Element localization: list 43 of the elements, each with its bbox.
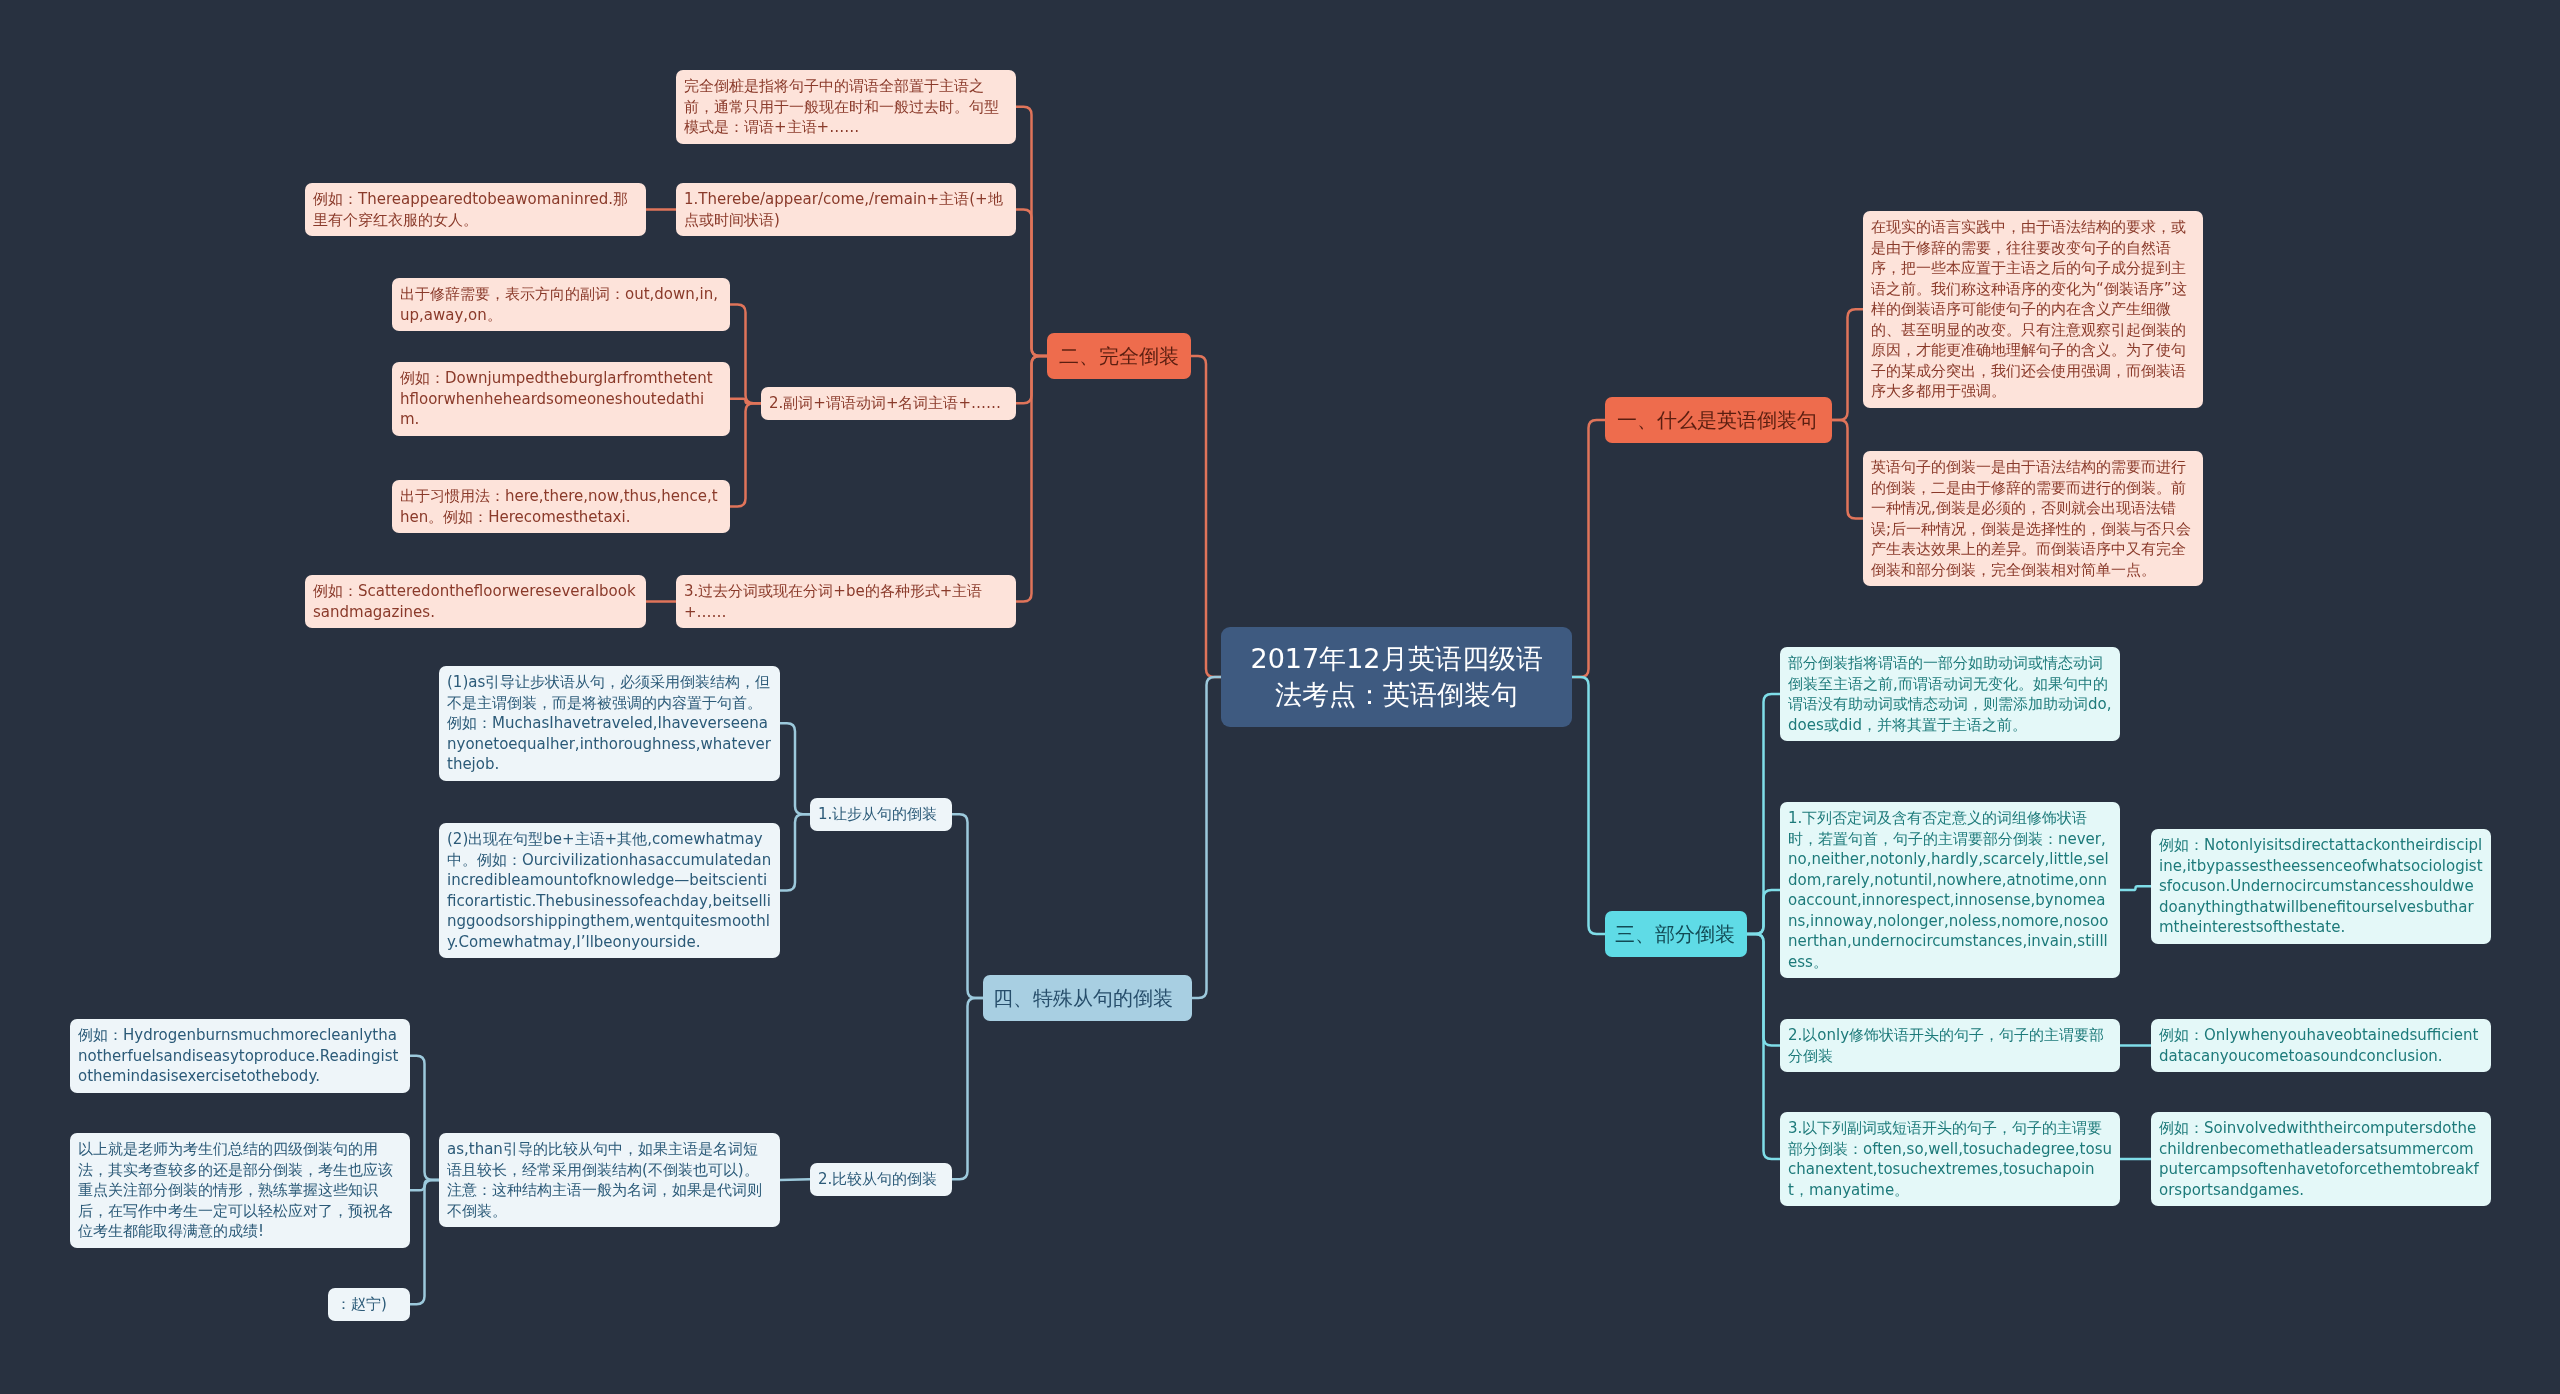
subtopic-box: ：赵宁) bbox=[328, 1288, 410, 1321]
subtopic-box: 在现实的语言实践中，由于语法结构的要求，或是由于修辞的需要，往往要改变句子的自然语序，把一些本应置于主语之后的句子成分提到主语之前。我们称这种语序的变化为“倒装语序”这样的倒装语序可能使句子的内在含义产生细微的、甚至明显的改变。只有注意观察引起倒装的原因，才能更准确地理解句子的含义。为了使句子的某成分突出，我们还会使用强调，而倒装语序大多都用于强调。 bbox=[1863, 211, 2203, 408]
connector-line bbox=[1572, 675, 1605, 936]
subtopic-box: as,than引导的比较从句中，如果主语是名词短语且较长，经常采用倒装结构(不倒装也可以)。注意：这种结构主语一般为名词，如果是代词则不倒装。 bbox=[439, 1133, 780, 1227]
connector-line bbox=[2120, 885, 2151, 892]
subtopic-box: 1.Therebe/appear/come,/remain+主语(+地点或时间状语) bbox=[676, 183, 1016, 236]
connector-line bbox=[779, 1178, 811, 1182]
connector-line bbox=[1016, 354, 1047, 603]
subtopic-box: 出于习惯用法：here,there,now,thus,hence,then。例如：Herecomesthetaxi. bbox=[392, 480, 730, 533]
subtopic-box: 3.过去分词或现在分词+be的各种形式+主语+…… bbox=[676, 575, 1016, 628]
branch-topic-box: 三、部分倒装 bbox=[1605, 911, 1747, 957]
subtopic-box: 英语句子的倒装一是由于语法结构的需要而进行的倒装，二是由于修辞的需要而进行的倒装。前一种情况,倒装是必须的，否则就会出现语法错误;后一种情况，倒装是选择性的，倒装与否只会产生表达效果上的差异。而倒装语序中又有完全倒装和部分倒装，完全倒装相对简单一点。 bbox=[1863, 451, 2203, 586]
subtopic-box: 3.以下列副词或短语开头的句子，句子的主谓要部分倒装：often,so,well,tosuchadegree,tosuchanextent,tosuchextremes,tosuchapoint，manyatime。 bbox=[1780, 1112, 2120, 1206]
subtopic-box: (1)as引导让步状语从句，必须采用倒装结构，但不是主谓倒装，而是将被强调的内容置于句首。例如：MuchasIhavetraveled,Ihaveverseenanyonetoequalher,inthoroughness,whateverthejob. bbox=[439, 666, 780, 781]
subtopic-box: 部分倒装指将谓语的一部分如助动词或情态动词倒装至主语之前,而谓语动词无变化。如果句中的谓语没有助动词或情态动词，则需添加助动词do,does或did，并将其置于主语之前。 bbox=[1780, 647, 2120, 741]
connector-line bbox=[2120, 1044, 2151, 1047]
subtopic-box: 2.以only修饰状语开头的句子，句子的主谓要部分倒装 bbox=[1780, 1019, 2120, 1072]
subtopic-box: 例如：Scatteredonthefloorwereseveralbooksandmagazines. bbox=[305, 575, 646, 628]
connector-line bbox=[730, 402, 761, 508]
subtopic-box: 2.副词+谓语动词+名词主语+…… bbox=[761, 387, 1016, 420]
subtopic-box: 例如：Soinvolvedwiththeircomputersdothechildrenbecomethatleadersatsummercomputercampsoftenhavetoforcethemtobreakforsportsandgames. bbox=[2151, 1112, 2491, 1206]
subtopic-box: 1.让步从句的倒装 bbox=[810, 798, 952, 831]
branch-topic-box: 四、特殊从句的倒装 bbox=[983, 975, 1192, 1021]
connector-line bbox=[952, 996, 983, 1181]
subtopic-box: 完全倒桩是指将句子中的谓语全部置于主语之前，通常只用于一般现在时和一般过去时。句型模式是：谓语+主语+…… bbox=[676, 70, 1016, 144]
subtopic-box: (2)出现在句型be+主语+其他,comewhatmay中。例如：Ourcivilizationhasaccumulatedanincredibleamountofknowledge—beitscientificorartistic.Thebusinessofeachday,beitsellinggoodsorshippingthem,wentquitesmoothly.Comewhatmay,I’llbeonyourside. bbox=[439, 823, 780, 958]
subtopic-box: 1.下列否定词及含有否定意义的词组修饰状语时，若置句首，句子的主谓要部分倒装：never,no,neither,notonly,hardly,scarcely,little,seldom,rarely,notuntil,nowhere,atnotime,onnoaccount,innorespect,innosense,bynomeans,innoway,nolonger,noless,nomore,nosoonerthan,undernocircumstances,invain,stillless。 bbox=[1780, 802, 2120, 978]
branch-topic-box: 二、完全倒装 bbox=[1047, 333, 1191, 379]
connector-line bbox=[1747, 932, 1780, 1161]
central-topic-box: 2017年12月英语四级语法考点：英语倒装句 bbox=[1221, 627, 1572, 727]
subtopic-box: 例如：Thereappearedtobeawomaninred.那里有个穿红衣服的女人。 bbox=[305, 183, 646, 236]
subtopic-box: 例如：Notonlyisitsdirectattackontheirdiscipline,itbypassestheessenceofwhatsociologistsfocuson.Undernocircumstancesshouldwedoanythingthatwillbenefitourselvesbutharmtheinterestsofthestate. bbox=[2151, 829, 2491, 944]
subtopic-box: 以上就是老师为考生们总结的四级倒装句的用法，其实考查较多的还是部分倒装，考生也应该重点关注部分倒装的情形，熟练掌握这些知识后，在写作中考生一定可以轻松应对了，预祝各位考生都能取得满意的成绩! bbox=[70, 1133, 410, 1248]
subtopic-box: 例如：Downjumpedtheburglarfromthetenthfloorwhenheheardsomeoneshoutedathim. bbox=[392, 362, 730, 436]
subtopic-box: 例如：Hydrogenburnsmuchmorecleanlythanotherfuelsandiseasytoproduce.Readingistothemindasisexercisetothebody. bbox=[70, 1019, 410, 1093]
connector-line bbox=[2120, 1157, 2151, 1161]
connector-line bbox=[646, 208, 676, 211]
branch-topic-box: 一、什么是英语倒装句 bbox=[1605, 397, 1832, 443]
connector-line bbox=[646, 600, 676, 603]
subtopic-box: 例如：Onlywhenyouhaveobtainedsufficientdatacanyoucometoasoundconclusion. bbox=[2151, 1019, 2491, 1072]
subtopic-box: 2.比较从句的倒装 bbox=[810, 1163, 952, 1196]
subtopic-box: 出于修辞需要，表示方向的副词：out,down,in,up,away,on。 bbox=[392, 278, 730, 331]
connector-line bbox=[1832, 418, 1863, 520]
